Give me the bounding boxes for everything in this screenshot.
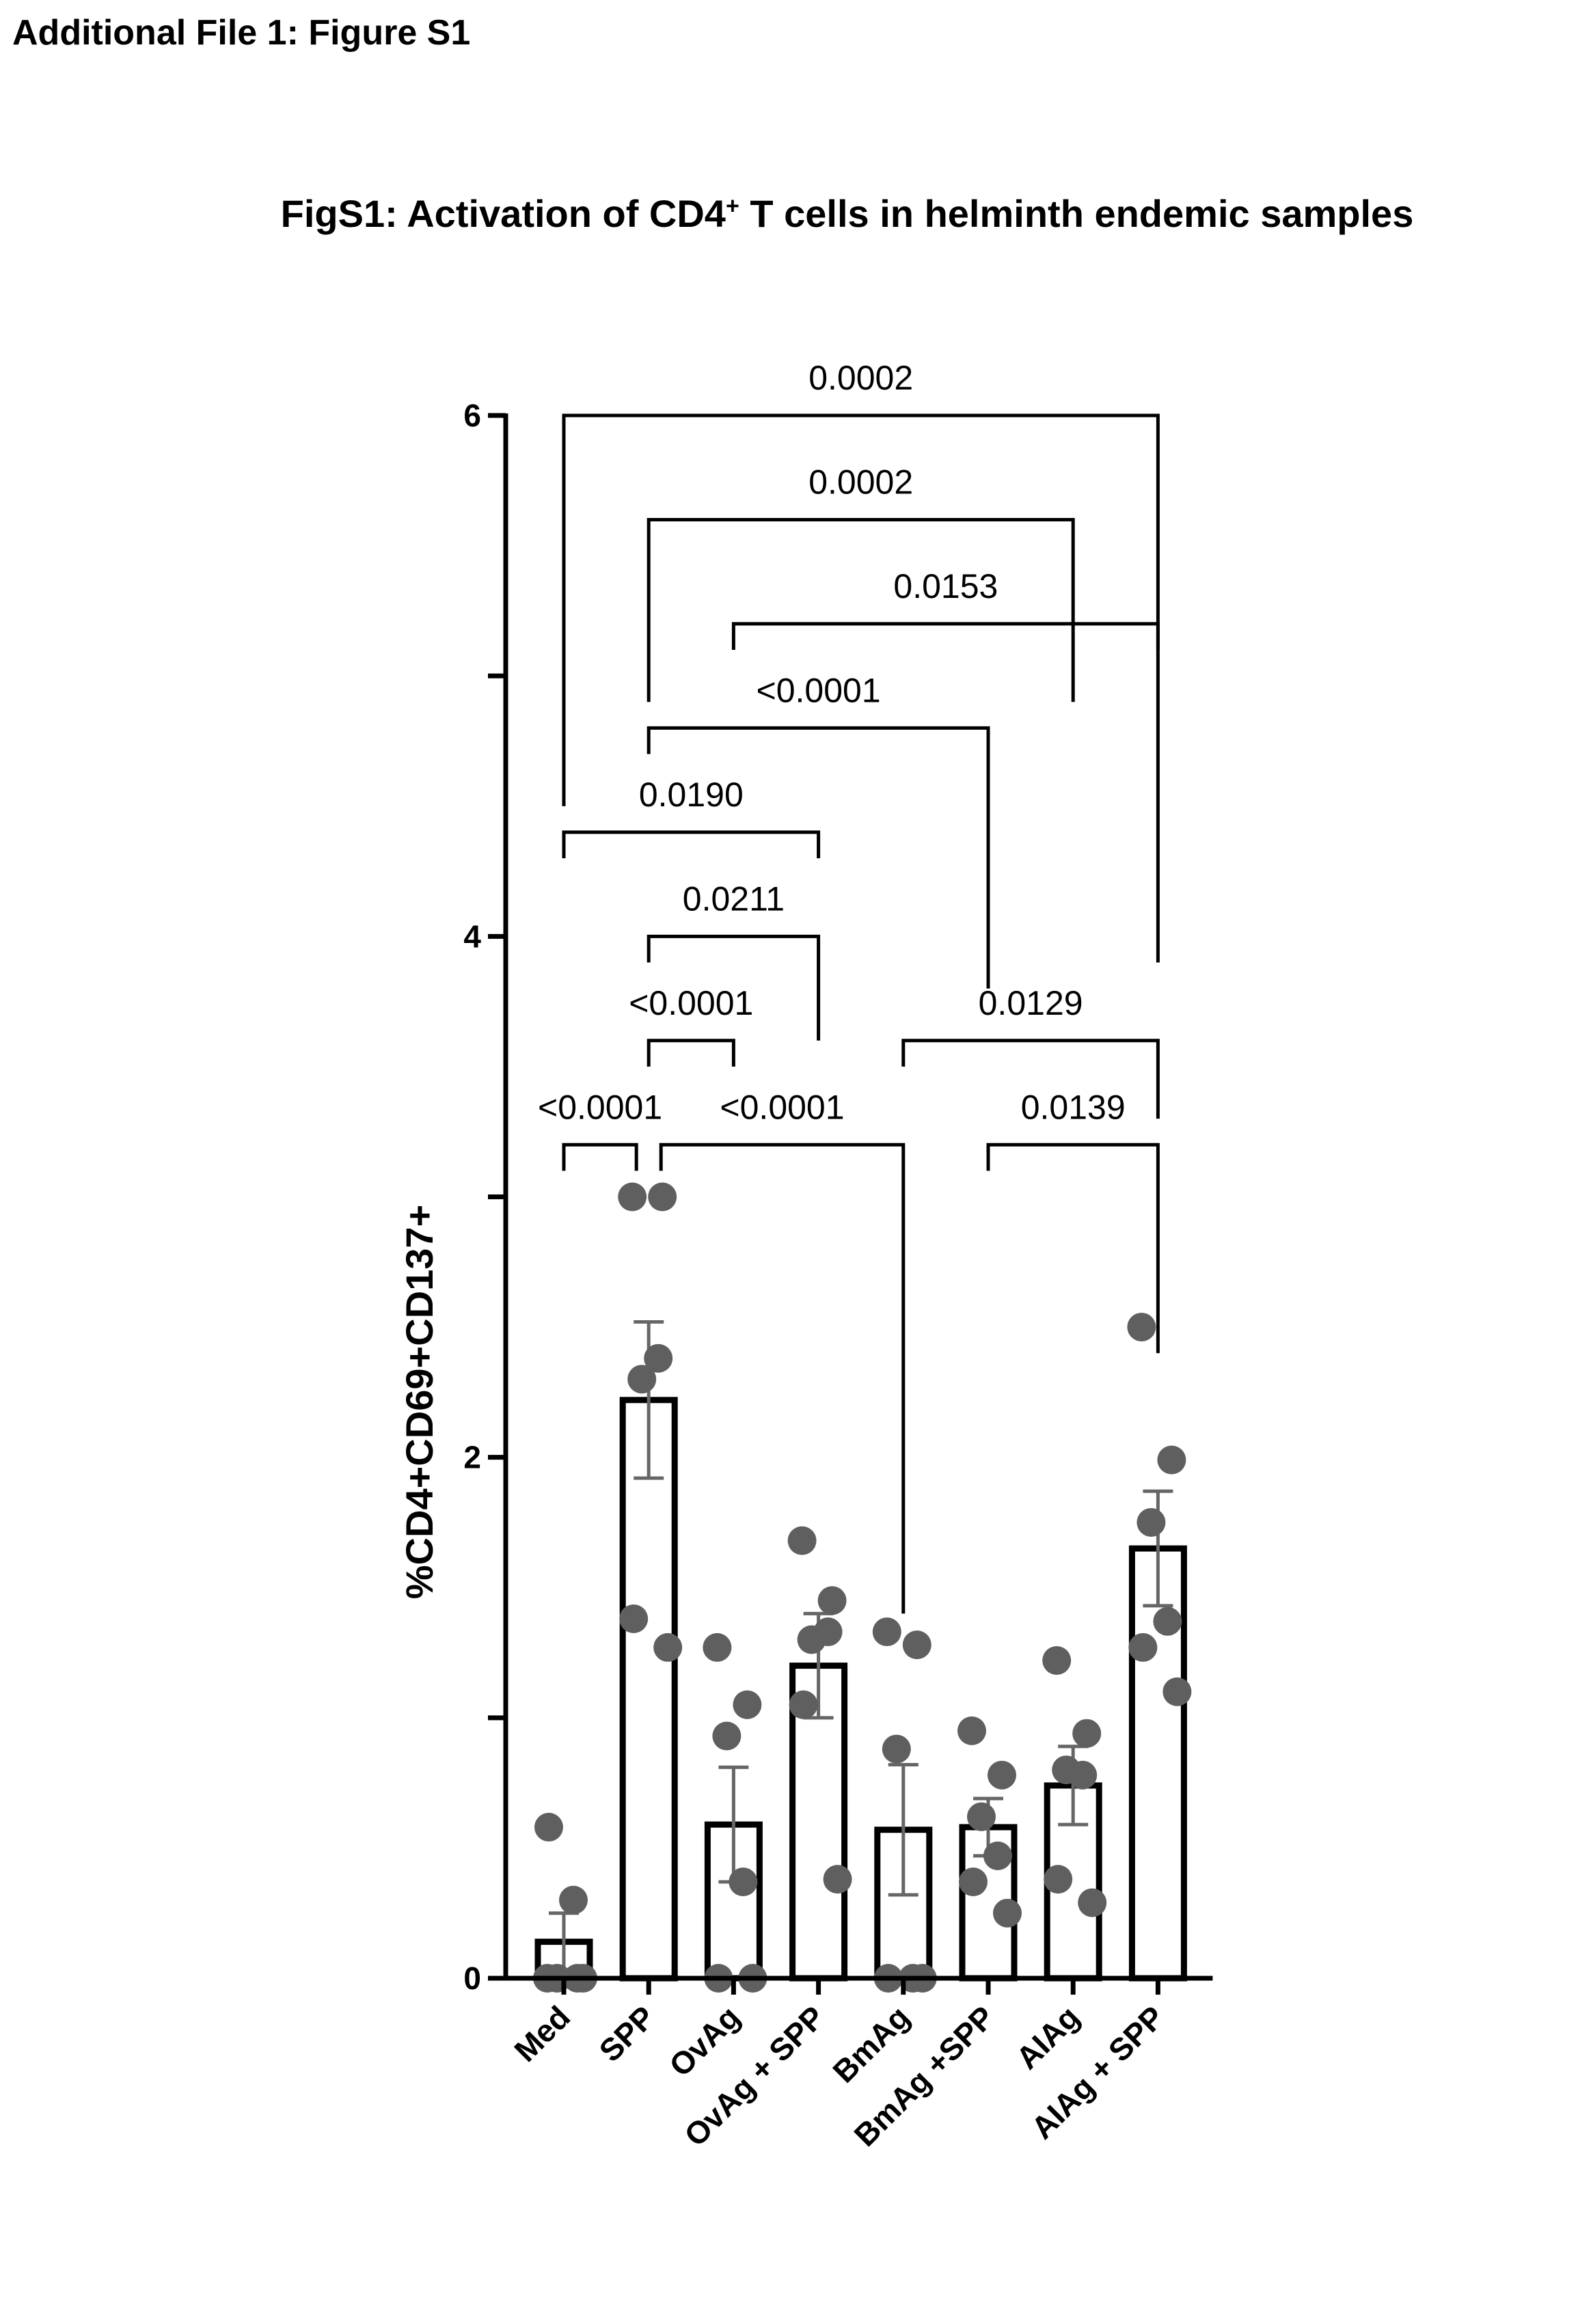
- data-point: [1128, 1632, 1158, 1662]
- data-point: [1068, 1760, 1098, 1790]
- significance-bracket: [647, 934, 821, 1041]
- p-value-label: 0.0129: [979, 984, 1083, 1022]
- significance-bracket: [901, 1039, 1160, 1119]
- data-point: [534, 1812, 563, 1842]
- significance-bracket: [647, 1039, 735, 1067]
- y-tick-label: 4: [463, 918, 481, 954]
- data-point: [1072, 1719, 1102, 1748]
- bar: [619, 1397, 678, 1982]
- data-point: [1127, 1313, 1156, 1342]
- data-point: [1044, 1865, 1073, 1894]
- data-point: [703, 1632, 732, 1662]
- data-point: [619, 1604, 649, 1633]
- data-point: [787, 1526, 817, 1555]
- p-value-label: 0.0153: [893, 567, 998, 605]
- x-tick-label: AIAg: [1009, 1999, 1087, 2076]
- significance-bracket: [562, 413, 1160, 963]
- x-tick-label: SPP: [592, 1999, 662, 2068]
- significance-bracket: [562, 1143, 638, 1171]
- p-value-label: 0.0002: [808, 463, 913, 501]
- data-point: [729, 1867, 758, 1896]
- significance-bracket: [731, 622, 1160, 651]
- data-point: [733, 1690, 762, 1719]
- p-value-label: <0.0001: [538, 1088, 662, 1126]
- data-point: [627, 1365, 657, 1394]
- data-point: [618, 1182, 647, 1212]
- data-points: [533, 1182, 1192, 1993]
- p-value-label: 0.0139: [1021, 1088, 1126, 1126]
- data-point: [882, 1734, 911, 1764]
- y-tick-label: 0: [463, 1960, 481, 1996]
- data-point: [1153, 1607, 1182, 1636]
- significance-bracket: [986, 1143, 1160, 1354]
- data-point: [648, 1182, 677, 1212]
- figure-title: FigS1: Activation of CD4+ T cells in hel…: [0, 191, 1578, 236]
- data-point: [653, 1632, 683, 1662]
- y-tick-label: 2: [463, 1440, 481, 1475]
- significance-bracket: [659, 1143, 906, 1614]
- p-value-label: 0.0190: [639, 776, 744, 814]
- data-point: [1137, 1507, 1166, 1537]
- data-point: [959, 1867, 988, 1896]
- data-point: [813, 1617, 843, 1647]
- p-value-label: <0.0001: [757, 671, 881, 709]
- significance-bracket: [647, 517, 1075, 702]
- data-point: [1078, 1888, 1107, 1917]
- data-point: [902, 1630, 931, 1660]
- figure-title-superscript: +: [725, 193, 739, 219]
- significance-bracket: [647, 726, 990, 989]
- data-point: [1157, 1445, 1186, 1475]
- data-point: [957, 1716, 986, 1745]
- y-tick-label: 6: [463, 398, 481, 433]
- data-point: [712, 1721, 742, 1751]
- data-point: [559, 1885, 588, 1915]
- p-value-label: <0.0001: [720, 1088, 844, 1126]
- p-value-label: 0.0211: [683, 879, 785, 918]
- significance-brackets: 0.0002 0.0002 0.0153 <0.0001 0.0190 0.0211 <0.…: [538, 359, 1160, 1614]
- data-point: [988, 1760, 1016, 1790]
- data-point: [872, 1617, 901, 1647]
- bars: [534, 1397, 1187, 1982]
- data-point: [823, 1865, 852, 1894]
- data-point: [967, 1802, 996, 1831]
- figure-title-suffix: T cells in helminth endemic samples: [739, 192, 1414, 235]
- data-point: [993, 1898, 1022, 1928]
- figure-title-prefix: FigS1: Activation of CD4: [280, 192, 726, 235]
- significance-bracket: [562, 830, 821, 858]
- p-value-label: 0.0002: [808, 359, 913, 397]
- data-point: [789, 1690, 818, 1719]
- x-tick-label: Med: [507, 1999, 577, 2068]
- data-point: [1042, 1645, 1072, 1675]
- data-point: [817, 1586, 847, 1615]
- file-heading: Additional File 1: Figure S1: [12, 13, 471, 53]
- data-point: [1162, 1677, 1192, 1706]
- data-point: [983, 1841, 1012, 1870]
- y-axis-title: %CD4+CD69+CD137+: [398, 1205, 441, 1599]
- data-point: [644, 1343, 673, 1373]
- p-value-label: <0.0001: [629, 984, 753, 1022]
